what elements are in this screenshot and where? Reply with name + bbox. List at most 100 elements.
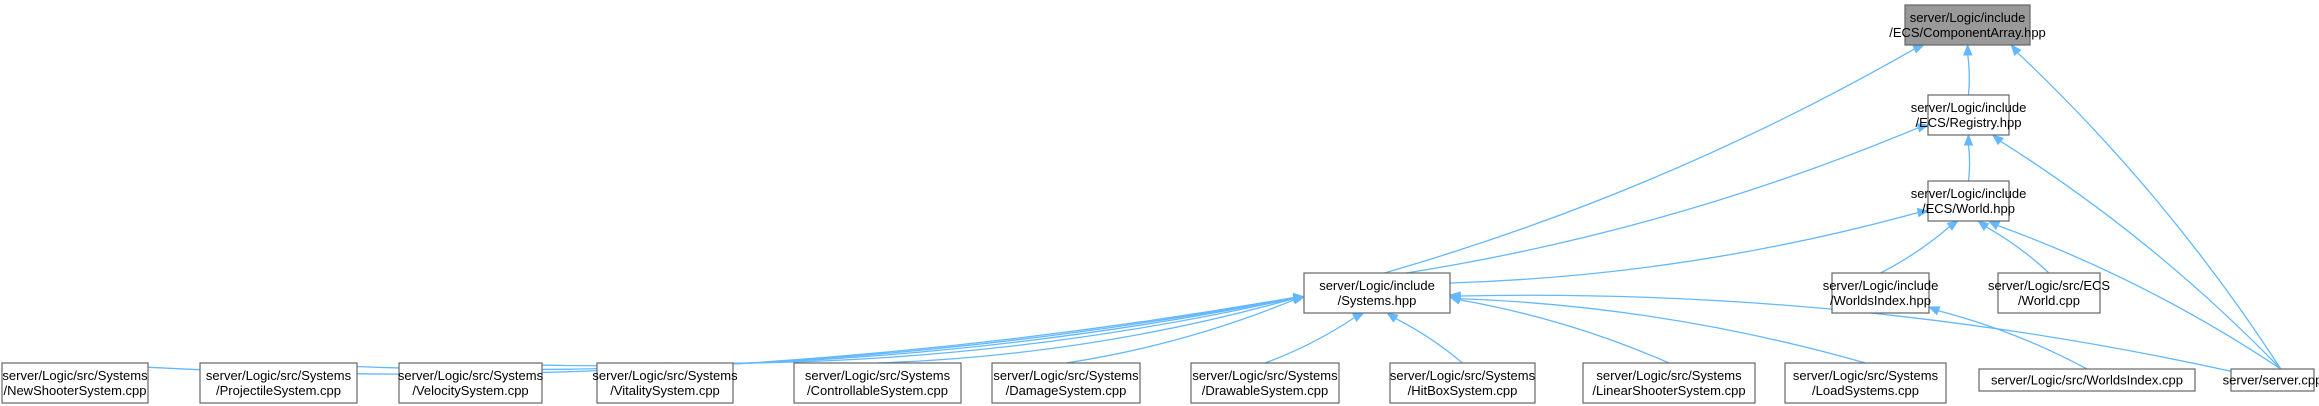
arrowhead-icon [2010, 43, 2022, 57]
node-box [1389, 362, 1536, 404]
graph-edges [74, 43, 2282, 375]
edge-worlds-index-hpp-to-world-hpp [1880, 220, 1960, 274]
edge-new-shooter-to-systems-hpp [74, 292, 1306, 375]
edge-server-cpp-to-registry [1991, 134, 2282, 370]
node-server-cpp[interactable]: server/server.cpp [2223, 368, 2319, 392]
node-load-systems[interactable]: server/Logic/src/Systems/LoadSystems.cpp [1784, 362, 1947, 404]
node-label-line: server/Logic/src/Systems [993, 368, 1139, 383]
node-world-cpp[interactable]: server/Logic/src/ECS/World.cpp [1988, 272, 2110, 314]
node-box [793, 362, 962, 404]
node-drawable[interactable]: server/Logic/src/Systems/DrawableSystem.… [1190, 362, 1340, 404]
node-label-line: /DrawableSystem.cpp [1202, 383, 1328, 398]
arrowhead-icon [1987, 220, 2001, 230]
node-box [1831, 272, 1930, 314]
node-label-line: server/server.cpp [2223, 373, 2319, 388]
node-systems-hpp[interactable]: server/Logic/include/Systems.hpp [1303, 272, 1451, 314]
arrowhead-icon [1991, 134, 2004, 146]
edge-velocity-to-systems-hpp [470, 293, 1306, 367]
node-label-line: /World.cpp [2018, 293, 2080, 308]
node-hitbox[interactable]: server/Logic/src/Systems/HitBoxSystem.cp… [1389, 362, 1536, 404]
node-controllable[interactable]: server/Logic/src/Systems/ControllableSys… [793, 362, 962, 404]
edge-systems-hpp-to-component-array [1384, 44, 1926, 274]
node-box [199, 362, 358, 404]
graph-nodes: server/Logic/include/ECS/ComponentArray.… [1, 4, 2319, 404]
node-label-line: server/Logic/src/Systems [2, 368, 148, 383]
node-projectile[interactable]: server/Logic/src/Systems/ProjectileSyste… [199, 362, 358, 404]
arrowhead-icon [1292, 295, 1306, 305]
node-new-shooter[interactable]: server/Logic/src/Systems/NewShooterSyste… [1, 362, 149, 404]
arrowhead-icon [1448, 291, 1461, 301]
node-label-line: /LinearShooterSystem.cpp [1592, 383, 1745, 398]
node-box [1997, 272, 2101, 314]
node-box [1582, 362, 1756, 404]
node-box [2230, 368, 2315, 392]
node-label-line: /VelocitySystem.cpp [412, 383, 528, 398]
node-box [1303, 272, 1451, 314]
edge-server-cpp-to-world-hpp [1987, 220, 2282, 370]
arrowhead-icon [1352, 312, 1365, 322]
node-label-line: /VitalitySystem.cpp [610, 383, 720, 398]
node-box [1904, 4, 2031, 46]
node-label-line: server/Logic/src/Systems [206, 368, 352, 383]
node-label-line: server/Logic/include [1911, 100, 2027, 115]
node-box [991, 362, 1141, 404]
edge-hitbox-to-systems-hpp [1386, 312, 1463, 364]
node-label-line: /WorldsIndex.hpp [1830, 293, 1931, 308]
node-box [596, 362, 734, 404]
node-label-line: /LoadSystems.cpp [1812, 383, 1919, 398]
arrowhead-icon [1916, 123, 1930, 133]
edge-drawable-to-systems-hpp [1264, 312, 1365, 364]
arrowhead-icon [1927, 306, 1941, 316]
arrowhead-icon [1963, 43, 1973, 56]
node-label-line: /ECS/World.hpp [1922, 201, 2015, 216]
edge-registry-to-component-array [1963, 43, 1973, 96]
node-damage[interactable]: server/Logic/src/Systems/DamageSystem.cp… [991, 362, 1141, 404]
node-registry[interactable]: server/Logic/include/ECS/Registry.hpp [1911, 94, 2027, 136]
node-label-line: server/Logic/include [1910, 10, 2026, 25]
node-box [1927, 180, 2010, 222]
arrowhead-icon [1977, 220, 1990, 231]
node-label-line: server/Logic/include [1823, 278, 1939, 293]
node-label-line: server/Logic/src/ECS [1988, 278, 2110, 293]
edge-systems-hpp-to-world-hpp [1449, 207, 1930, 284]
node-label-line: server/Logic/src/Systems [398, 368, 544, 383]
edge-server-cpp-to-component-array [2010, 43, 2282, 370]
node-label-line: /Systems.hpp [1338, 293, 1417, 308]
node-world-hpp[interactable]: server/Logic/include/ECS/World.hpp [1911, 180, 2027, 222]
arrowhead-icon [1916, 207, 1930, 218]
node-label-line: /HitBoxSystem.cpp [1408, 383, 1518, 398]
edge-world-cpp-to-world-hpp [1977, 220, 2050, 274]
node-label-line: /DamageSystem.cpp [1006, 383, 1127, 398]
node-label-line: /ECS/ComponentArray.hpp [1889, 25, 2046, 40]
node-worlds-index-hpp[interactable]: server/Logic/include/WorldsIndex.hpp [1823, 272, 1939, 314]
node-label-line: server/Logic/include [1319, 278, 1435, 293]
arrowhead-icon [1946, 220, 1960, 231]
node-box [398, 362, 543, 404]
node-linear-shooter[interactable]: server/Logic/src/Systems/LinearShooterSy… [1582, 362, 1756, 404]
node-vitality[interactable]: server/Logic/src/Systems/VitalitySystem.… [592, 362, 738, 404]
node-velocity[interactable]: server/Logic/src/Systems/VelocitySystem.… [398, 362, 544, 404]
edge-load-systems-to-systems-hpp [1448, 293, 1866, 364]
edge-damage-to-systems-hpp [1065, 295, 1306, 364]
edge-worlds-index-cpp-to-worlds-index-hpp [1927, 306, 2088, 370]
edge-linear-shooter-to-systems-hpp [1448, 295, 1670, 364]
node-label-line: /ECS/Registry.hpp [1916, 115, 2022, 130]
node-label-line: server/Logic/include [1911, 186, 2027, 201]
node-label-line: server/Logic/src/Systems [1793, 368, 1939, 383]
node-label-line: server/Logic/src/WorldsIndex.cpp [1991, 373, 2183, 388]
node-box [1190, 362, 1340, 404]
edge-projectile-to-systems-hpp [278, 292, 1306, 371]
node-box [1927, 94, 2010, 136]
node-label-line: server/Logic/src/Systems [592, 368, 738, 383]
arrowhead-icon [1912, 44, 1926, 54]
node-box [1, 362, 149, 404]
node-worlds-index-cpp[interactable]: server/Logic/src/WorldsIndex.cpp [1978, 368, 2196, 392]
edge-systems-hpp-to-registry [1406, 123, 1930, 274]
node-label-line: server/Logic/src/Systems [1390, 368, 1536, 383]
arrowhead-icon [1386, 312, 1399, 323]
node-label-line: server/Logic/src/Systems [805, 368, 951, 383]
node-component-array[interactable]: server/Logic/include/ECS/ComponentArray.… [1889, 4, 2046, 46]
arrowhead-icon [1963, 133, 1974, 146]
node-label-line: /ControllableSystem.cpp [807, 383, 948, 398]
